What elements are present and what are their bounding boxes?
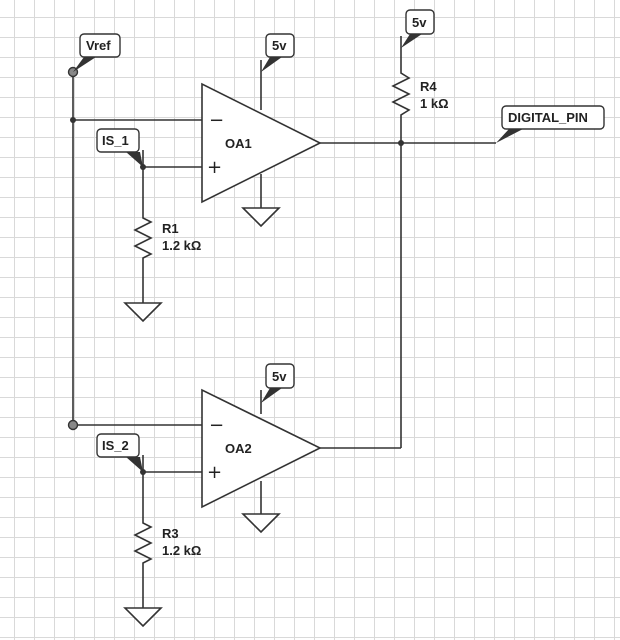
net-label-pointer [126,457,143,472]
vref-label: Vref [86,38,111,53]
oa1-ground-icon [241,207,281,228]
r3-name: R3 [162,526,179,541]
r4-name: R4 [420,79,437,94]
oa2-inverting-symbol: − [209,415,224,436]
oa2-noninverting-symbol: + [207,462,222,483]
r3-value: 1.2 kΩ [162,543,201,558]
opamp-oa1[interactable]: − + OA1 [201,82,322,204]
net-label-is2[interactable]: IS_2 [96,433,143,472]
net-label-box [96,128,140,153]
net-label-pointer [401,34,422,48]
net-label-pointer [126,152,143,167]
net-label-box [79,33,121,58]
is2-label: IS_2 [102,438,129,453]
net-label-box [265,363,295,389]
junction-dot [398,140,404,146]
opamp-oa2[interactable]: − + OA2 [201,388,322,509]
wires [72,36,496,608]
net-label-pointer [496,129,523,143]
oa1-label: OA1 [225,136,252,151]
r3-zigzag [133,517,153,569]
oa2-ground-icon [241,513,281,534]
digital-pin-label: DIGITAL_PIN [508,110,588,125]
oa1-noninverting-symbol: + [207,157,222,178]
r1-value: 1.2 kΩ [162,238,201,253]
r3-ground-icon [123,607,163,628]
net-label-pointer [261,388,282,403]
vref-bottom-terminal[interactable] [67,419,79,431]
is1-label: IS_1 [102,133,129,148]
supply-r4-label: 5v [412,15,427,30]
oa1-triangle [201,82,322,204]
net-label-vref[interactable]: Vref [73,33,121,72]
supply-oa1-label: 5v [272,38,287,53]
net-label-supply-oa1[interactable]: 5v [261,33,295,72]
r4-zigzag [391,67,411,122]
net-label-box [96,433,140,458]
net-label-digital-pin[interactable]: DIGITAL_PIN [496,105,605,143]
resistor-r3[interactable]: R3 1.2 kΩ [133,517,201,569]
supply-oa2-label: 5v [272,369,287,384]
net-label-supply-r4[interactable]: 5v [401,9,435,48]
net-label-box [265,33,295,58]
net-label-pointer [261,57,282,72]
junction-dot [70,117,76,123]
net-label-supply-oa2[interactable]: 5v [261,363,295,403]
net-label-box [405,9,435,35]
resistor-r4[interactable]: R4 1 kΩ [391,67,449,122]
net-label-box [501,105,605,130]
net-label-pointer [73,57,96,72]
r4-value: 1 kΩ [420,96,449,111]
r1-zigzag [133,212,153,264]
net-label-is1[interactable]: IS_1 [96,128,143,167]
oa2-label: OA2 [225,441,252,456]
resistor-r1[interactable]: R1 1.2 kΩ [133,212,201,264]
oa2-triangle [201,388,322,509]
oa1-inverting-symbol: − [209,110,224,131]
r1-name: R1 [162,221,179,236]
r1-ground-icon [123,302,163,323]
